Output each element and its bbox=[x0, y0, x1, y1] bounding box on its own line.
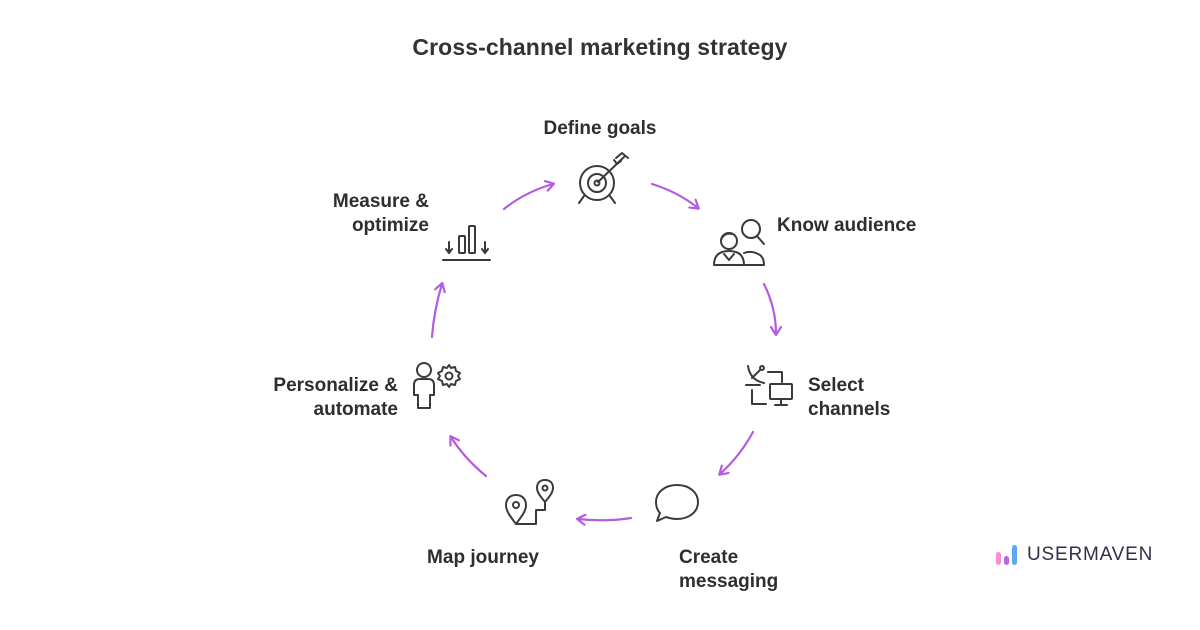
step-know-audience-label: Know audience bbox=[777, 215, 917, 236]
step-measure-optimize: Measure & optimize bbox=[269, 190, 429, 238]
step-measure-optimize-label-1: Measure & bbox=[332, 191, 429, 212]
diagram-title: Cross-channel marketing strategy bbox=[412, 34, 788, 60]
step-know-audience: Know audience bbox=[777, 214, 947, 238]
step-select-channels-label-1: Select bbox=[808, 375, 864, 396]
step-select-channels: Select channels bbox=[808, 374, 948, 422]
step-create-messaging-label-1: Create bbox=[679, 547, 739, 568]
map-pins-route-icon bbox=[505, 479, 554, 525]
step-map-journey: Map journey bbox=[403, 546, 563, 570]
usermaven-logo-icon bbox=[996, 545, 1017, 565]
step-personalize-automate: Personalize & automate bbox=[238, 374, 398, 422]
step-measure-optimize-label-2: optimize bbox=[351, 215, 429, 236]
target-icon bbox=[578, 152, 629, 204]
person-gear-icon bbox=[413, 362, 461, 409]
step-personalize-automate-label-1: Personalize & bbox=[273, 375, 398, 396]
step-map-journey-label: Map journey bbox=[427, 547, 539, 568]
people-search-icon bbox=[713, 219, 765, 266]
arrow-create-to-map bbox=[578, 518, 633, 520]
arrow-measure-to-define bbox=[502, 184, 553, 211]
arrow-map-to-personalize bbox=[451, 437, 488, 478]
arrow-define-to-know bbox=[650, 182, 698, 208]
arrow-personalize-to-measure bbox=[430, 284, 442, 339]
usermaven-logo: USERMAVEN bbox=[995, 543, 1153, 567]
satellite-monitor-icon bbox=[745, 365, 793, 406]
speech-bubble-icon bbox=[655, 484, 699, 522]
arrow-know-to-select bbox=[762, 282, 776, 334]
step-create-messaging: Create messaging bbox=[679, 546, 819, 594]
step-define-goals: Define goals bbox=[520, 117, 680, 141]
arrow-select-to-create bbox=[720, 430, 755, 474]
bar-chart-icon bbox=[442, 225, 491, 261]
cycle-arrows bbox=[430, 182, 776, 520]
step-personalize-automate-label-2: automate bbox=[313, 399, 398, 420]
step-select-channels-label-2: channels bbox=[808, 399, 891, 420]
usermaven-logo-text: USERMAVEN bbox=[1027, 544, 1154, 565]
step-create-messaging-label-2: messaging bbox=[679, 571, 779, 592]
step-define-goals-label: Define goals bbox=[543, 118, 657, 139]
